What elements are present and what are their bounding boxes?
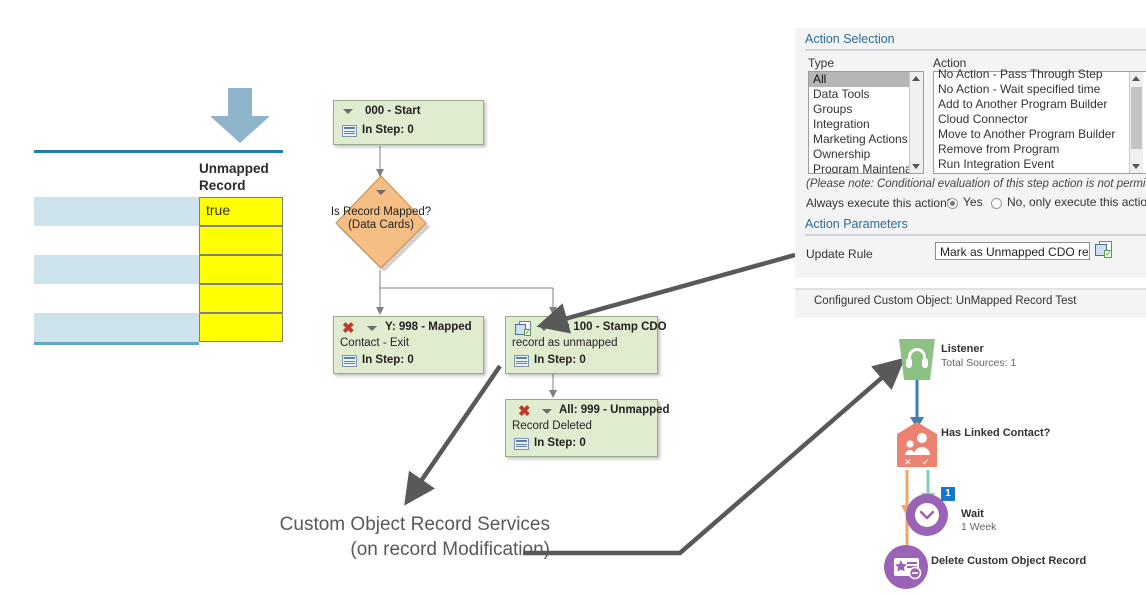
- conditional-eval-note: (Please note: Conditional evaluation of …: [806, 178, 1146, 190]
- always-execute-label: Always execute this action?: [806, 196, 954, 210]
- table-column-header: Unmapped Record: [199, 161, 269, 193]
- table-cell-unmapped-record: [199, 313, 283, 342]
- delete-x-icon[interactable]: ✖: [342, 320, 355, 337]
- blue-down-arrow-icon: [210, 88, 270, 143]
- type-option[interactable]: Data Tools: [813, 87, 870, 101]
- canvas-node-listener[interactable]: [897, 337, 937, 382]
- chevron-down-icon[interactable]: [542, 409, 552, 414]
- action-option[interactable]: No Action - Wait specified time: [938, 82, 1101, 96]
- update-rule-picker-icon[interactable]: ✓: [1095, 241, 1113, 260]
- update-rule-label: Update Rule: [806, 247, 873, 261]
- table-top-rule: [34, 150, 283, 153]
- action-parameters-title: Action Parameters: [805, 217, 908, 231]
- delete-custom-object-record-label: Delete Custom Object Record: [931, 555, 1087, 567]
- table-row: [34, 284, 283, 313]
- action-listbox[interactable]: No Action - Pass Through Step No Action …: [933, 67, 1146, 174]
- chevron-down-icon[interactable]: [367, 326, 377, 331]
- table-row-label: [34, 197, 199, 226]
- table-row-label: [34, 226, 199, 255]
- type-listbox[interactable]: All Data Tools Groups Integration Market…: [808, 71, 924, 174]
- action-label: Action: [933, 56, 967, 70]
- type-option[interactable]: Ownership: [813, 147, 871, 161]
- table-row: [34, 255, 283, 284]
- update-rule-icon[interactable]: ✓: [515, 321, 532, 336]
- flow-node-stamp-cdo[interactable]: ✓ N: 100 - Stamp CDO record as unmapped …: [505, 316, 667, 374]
- table-row: [34, 313, 283, 342]
- listener-sub: Total Sources: 1: [941, 357, 1017, 369]
- type-label: Type: [808, 56, 835, 70]
- table-row: [34, 226, 283, 255]
- step-members-icon: [342, 355, 357, 367]
- canvas-node-delete-custom-object-record[interactable]: [884, 545, 928, 589]
- canvas-node-wait[interactable]: [906, 494, 948, 536]
- action-option[interactable]: No Action - Pass Through Step: [938, 67, 1103, 81]
- table-row-label: [34, 313, 199, 342]
- section-divider: [805, 49, 1146, 51]
- panel-top-rule: [795, 288, 1146, 290]
- type-option[interactable]: Groups: [813, 102, 853, 116]
- action-option[interactable]: Cloud Connector: [938, 112, 1029, 126]
- wait-sub: 1 Week: [961, 521, 997, 533]
- table-cell-unmapped-record: true: [199, 197, 283, 226]
- action-option[interactable]: Run Integration Event: [938, 157, 1055, 171]
- table-row-label: [34, 284, 199, 313]
- scroll-down-button[interactable]: [1130, 160, 1143, 173]
- scroll-up-button[interactable]: [910, 72, 923, 85]
- listener-label: Listener: [941, 343, 984, 355]
- action-listbox-scrollbar[interactable]: [1129, 72, 1143, 173]
- svg-text:✕: ✕: [904, 457, 912, 467]
- action-selection-panel: Action Selection Type Action All Data To…: [795, 28, 1146, 222]
- step-members-icon: [514, 438, 529, 450]
- table-cell-unmapped-record: [199, 226, 283, 255]
- chevron-down-icon[interactable]: [376, 190, 386, 195]
- type-option[interactable]: Marketing Actions: [813, 132, 908, 146]
- has-linked-contact-label: Has Linked Contact?: [941, 427, 1051, 439]
- table-rows: true: [34, 197, 283, 342]
- table-bottom-rule: [34, 342, 199, 345]
- table-cell-unmapped-record: [199, 255, 283, 284]
- type-option[interactable]: Program Maintenance: [813, 162, 909, 173]
- delete-x-icon[interactable]: ✖: [518, 403, 531, 420]
- flow-node-start[interactable]: 000 - Start In Step: 0: [333, 100, 484, 145]
- radio-yes-label[interactable]: Yes: [963, 195, 983, 209]
- table-row: true: [34, 197, 283, 226]
- configured-custom-object-text: Configured Custom Object: UnMapped Recor…: [814, 295, 1077, 307]
- caption: Custom Object Record Services (on record…: [250, 512, 550, 562]
- table-row-label: [34, 255, 199, 284]
- radio-yes[interactable]: [947, 198, 958, 209]
- action-parameters-panel: Action Parameters Update Rule Mark as Un…: [795, 216, 1146, 278]
- radio-no[interactable]: [991, 198, 1002, 209]
- svg-text:✓: ✓: [922, 457, 930, 467]
- action-option[interactable]: Add to Another Program Builder: [938, 97, 1108, 111]
- scroll-up-button[interactable]: [1130, 72, 1143, 85]
- scroll-down-button[interactable]: [910, 160, 923, 173]
- wait-label: Wait: [961, 508, 984, 520]
- flow-node-unmapped-record-deleted[interactable]: ✖ All: 999 - Unmapped Record Deleted In …: [505, 399, 670, 457]
- type-option[interactable]: Integration: [813, 117, 870, 131]
- configured-custom-object-panel: Configured Custom Object: UnMapped Recor…: [795, 288, 1146, 318]
- action-selection-title: Action Selection: [805, 32, 895, 46]
- scroll-thumb[interactable]: [1131, 87, 1142, 149]
- chevron-down-icon[interactable]: [343, 109, 353, 114]
- table-cell-unmapped-record: [199, 284, 283, 313]
- caption-line-1: Custom Object Record Services: [279, 514, 550, 535]
- flow-node-mapped-contact-exit[interactable]: ✖ Y: 998 - Mapped Contact - Exit In Step…: [333, 316, 484, 374]
- radio-no-label[interactable]: No, only execute this action when a: [1007, 195, 1146, 209]
- flow-node-decision[interactable]: Is Record Mapped? (Data Cards): [331, 174, 431, 272]
- action-option[interactable]: Remove from Program: [938, 142, 1060, 156]
- wait-badge: 1: [941, 487, 955, 501]
- action-option[interactable]: Run Integration Rule Collection: [934, 172, 1132, 173]
- unmapped-record-table: Unmapped Record true: [34, 150, 283, 345]
- chevron-down-icon[interactable]: [539, 326, 549, 331]
- action-option[interactable]: Move to Another Program Builder: [938, 127, 1116, 141]
- canvas-node-has-linked-contact[interactable]: ✕ ✓: [896, 421, 938, 470]
- type-option[interactable]: All: [809, 72, 909, 87]
- caption-line-2: (on record Modification): [350, 539, 550, 560]
- section-divider: [805, 234, 1146, 236]
- type-listbox-scrollbar[interactable]: [909, 72, 923, 173]
- update-rule-input[interactable]: Mark as Unmapped CDO record: [935, 242, 1090, 260]
- step-members-icon: [514, 355, 529, 367]
- step-members-icon: [342, 125, 357, 137]
